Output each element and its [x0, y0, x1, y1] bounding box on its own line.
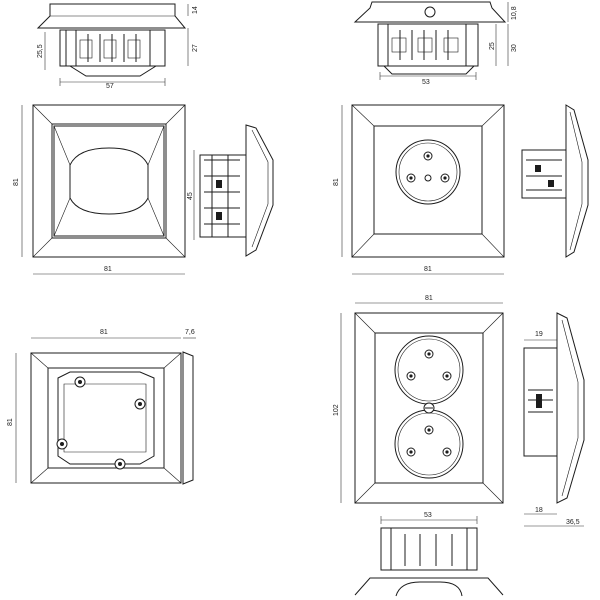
- switch-side-view: 45: [187, 124, 274, 257]
- double-socket-side-label-b: 18: [535, 507, 543, 514]
- switch-front-height-label: 81: [13, 178, 20, 186]
- socket-front-width-label: 81: [424, 266, 432, 273]
- double-socket-width-label: 81: [425, 295, 433, 302]
- double-socket-side-label-a: 19: [535, 331, 543, 338]
- double-socket-front-view: 102 81: [333, 295, 504, 504]
- switch-front-width-label: 81: [104, 266, 112, 273]
- frame-side-depth-label: 7,6: [185, 329, 195, 336]
- socket-top-height-c-label: 30: [511, 44, 518, 52]
- switch-top-height-c-label: 27: [192, 44, 199, 52]
- switch-top-height-a-label: 14: [192, 6, 199, 14]
- double-socket-height-label: 102: [333, 404, 340, 416]
- double-socket-bottom-width-label: 53: [424, 512, 432, 519]
- switch-side-depth-label: 45: [187, 192, 194, 200]
- switch-front-view: 81 81: [13, 104, 186, 275]
- double-socket-bottom-view: 53: [354, 512, 504, 597]
- switch-top-height-b-label: 25,5: [37, 44, 44, 58]
- switch-top-view: 57 25,5 14 27: [36, 3, 199, 90]
- socket-top-height-a-label: 10,8: [511, 6, 518, 20]
- socket-front-height-label: 81: [333, 178, 340, 186]
- socket-top-height-b-label: 25: [489, 42, 496, 50]
- frame-front-width-label: 81: [100, 329, 108, 336]
- switch-top-width-label: 57: [106, 83, 114, 90]
- double-socket-side-label-c: 36,5: [566, 519, 580, 526]
- frame-side-view: 7,6: [182, 329, 196, 485]
- socket-side-view: [521, 104, 589, 258]
- socket-top-view: 53 10,8 25 30: [353, 1, 518, 86]
- frame-front-view: 81 81: [7, 329, 182, 484]
- frame-front-height-label: 81: [7, 418, 14, 426]
- socket-top-width-label: 53: [422, 79, 430, 86]
- socket-front-view: 81 81: [333, 104, 505, 275]
- double-socket-side-view: 19 18 36,5: [523, 312, 585, 527]
